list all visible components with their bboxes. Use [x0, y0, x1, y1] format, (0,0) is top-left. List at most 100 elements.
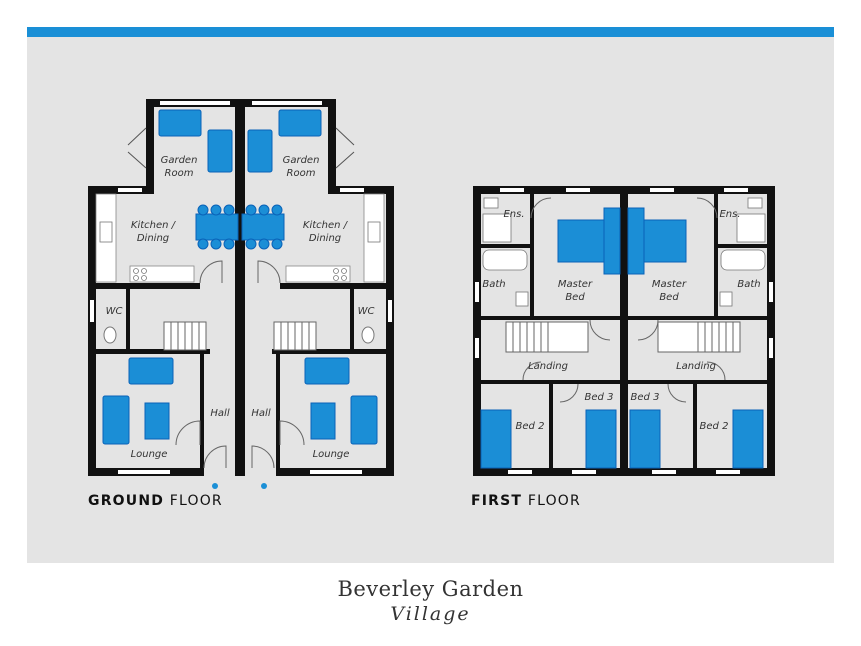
window — [310, 470, 362, 474]
window — [572, 470, 596, 474]
wall — [280, 283, 388, 289]
wall — [693, 380, 697, 470]
door-swing — [335, 127, 355, 169]
room-label-bed-2: Bed 2 — [516, 421, 545, 432]
sofa — [247, 129, 273, 173]
room-label-hall: Hall — [210, 408, 229, 419]
room-label-bed-3: Bed 3 — [631, 392, 660, 403]
wall — [92, 283, 200, 289]
brand-logo-line-2: Village — [390, 603, 471, 625]
window — [650, 188, 674, 192]
room-label-master-bed: Master — [558, 279, 593, 290]
furniture-group — [102, 109, 378, 445]
wall — [276, 350, 280, 476]
staircase — [505, 321, 741, 353]
coffee-table — [144, 402, 170, 440]
wall — [92, 349, 210, 354]
window — [90, 300, 94, 322]
room-label-wc: WC — [106, 306, 123, 317]
wall — [717, 244, 767, 248]
door-swing — [696, 197, 718, 219]
room-label-master-bed: Master — [652, 279, 687, 290]
room-label-kitchen: Kitchen / — [131, 220, 177, 231]
door-swing — [706, 361, 726, 381]
bed — [629, 409, 661, 469]
coffee-table — [310, 402, 336, 440]
window — [566, 188, 590, 192]
wall — [714, 194, 718, 320]
window — [388, 300, 392, 322]
worktop — [285, 265, 351, 283]
window — [118, 470, 170, 474]
wall — [126, 289, 130, 351]
staircase — [163, 321, 317, 351]
sofa — [158, 109, 202, 137]
hob — [133, 268, 347, 281]
door-swing — [199, 260, 223, 284]
ground-floor-title: GROUND FLOOR — [88, 493, 223, 509]
room-label-master-bed-2: Bed — [565, 292, 585, 303]
window — [652, 470, 676, 474]
window — [252, 101, 322, 105]
window — [500, 188, 524, 192]
wall — [628, 380, 768, 384]
sofa — [102, 395, 130, 445]
room-label-garden-room: Garden — [161, 155, 198, 166]
kitchen-sink — [367, 221, 381, 243]
sofa — [128, 357, 174, 385]
bed — [585, 409, 617, 469]
wall — [350, 289, 354, 351]
room-label-bed-3: Bed 3 — [585, 392, 614, 403]
wall — [328, 99, 336, 187]
wall — [549, 380, 553, 470]
window — [340, 188, 364, 192]
room-label-bed-2: Bed 2 — [700, 421, 729, 432]
window — [724, 188, 748, 192]
room-label-ensuite: Ens. — [719, 209, 740, 220]
bathtub — [720, 249, 766, 271]
bathroom-fittings — [482, 197, 766, 307]
room-label-hall: Hall — [251, 408, 270, 419]
sofa — [304, 357, 350, 385]
room-label-landing: Landing — [528, 361, 568, 372]
door-swing — [530, 197, 552, 219]
toilet — [361, 326, 375, 344]
toilet — [515, 291, 529, 307]
toilet — [103, 326, 117, 344]
room-label-garden-room-2: Room — [165, 168, 194, 179]
ground-floor-title-bold: GROUND — [88, 493, 165, 509]
toilet — [719, 291, 733, 307]
bed — [732, 409, 764, 469]
beds — [480, 207, 764, 469]
window — [508, 470, 532, 474]
bathtub — [482, 249, 528, 271]
door-swing — [175, 420, 201, 446]
room-label-ensuite: Ens. — [503, 209, 524, 220]
room-label-bath: Bath — [737, 279, 760, 290]
window — [475, 338, 479, 358]
entrance-marker — [212, 483, 218, 489]
brand-logo-line-1: Beverley Garden — [337, 577, 524, 601]
door-swing — [127, 127, 147, 169]
door-swing — [637, 319, 659, 341]
first-floor-title-rest: FLOOR — [522, 493, 581, 509]
wall — [386, 186, 394, 476]
wall — [628, 316, 768, 320]
basin — [483, 197, 499, 209]
sofa — [278, 109, 322, 137]
front-door — [203, 445, 227, 469]
dining-table — [195, 213, 239, 241]
door-swing — [257, 260, 281, 284]
entrance-marker — [261, 483, 267, 489]
shower — [736, 213, 766, 243]
basin — [747, 197, 763, 209]
wall — [481, 316, 621, 320]
wall — [481, 244, 531, 248]
room-label-kitchen: Kitchen / — [303, 220, 349, 231]
window — [475, 282, 479, 302]
ground-floor-plan: Garden Room Garden Room Kitchen / Dining… — [88, 99, 394, 489]
worktop — [129, 265, 195, 283]
door-swing — [589, 319, 611, 341]
room-label-bath: Bath — [482, 279, 505, 290]
